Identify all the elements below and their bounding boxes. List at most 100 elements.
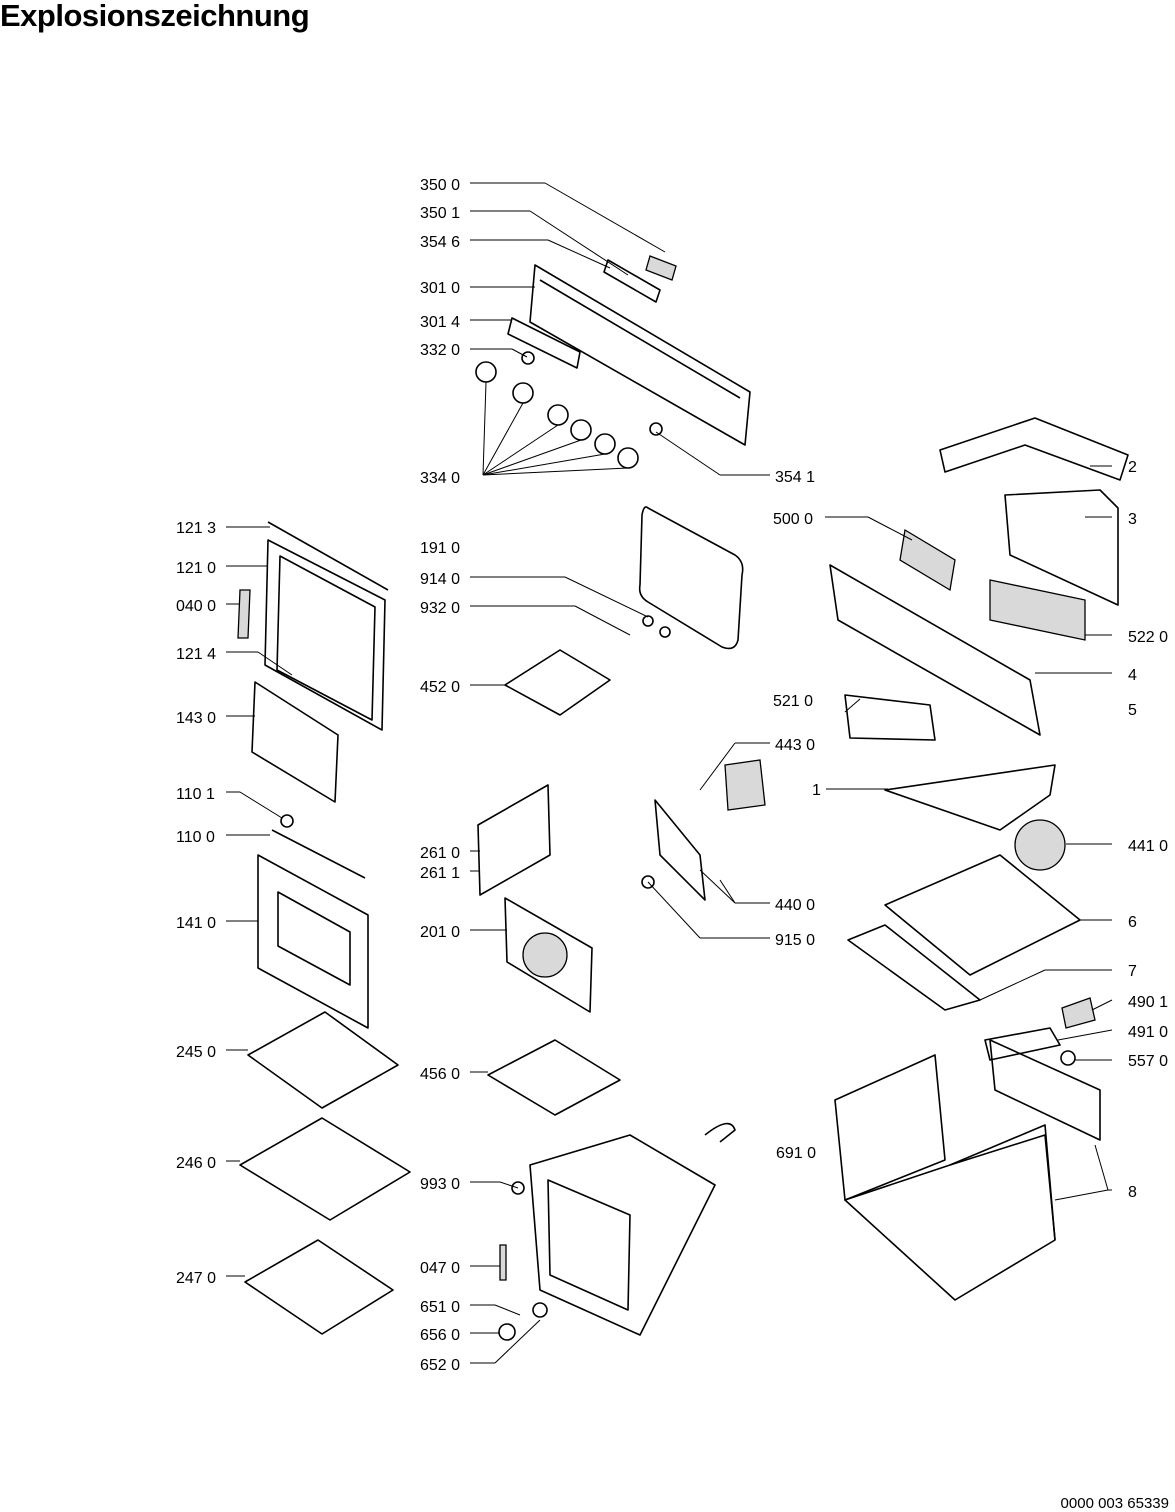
leader-line bbox=[699, 742, 736, 791]
callout-label: 245 0 bbox=[176, 1044, 216, 1061]
screw-part bbox=[511, 1181, 525, 1195]
fan-blade-part bbox=[654, 799, 706, 901]
clip-part bbox=[704, 1122, 736, 1143]
callout-label: 490 1 bbox=[1128, 994, 1168, 1011]
callout-label: 110 1 bbox=[176, 786, 215, 803]
callout-label: 652 0 bbox=[420, 1357, 460, 1374]
leader-line bbox=[564, 576, 649, 618]
callout-label: 247 0 bbox=[176, 1270, 216, 1287]
knob-part bbox=[475, 361, 497, 383]
callout-label: 143 0 bbox=[176, 710, 216, 727]
washer-part bbox=[659, 626, 671, 638]
knob-part bbox=[594, 433, 616, 455]
door-top-strip-part bbox=[267, 521, 389, 591]
terminal-part bbox=[1061, 997, 1096, 1029]
control-panel-part bbox=[529, 264, 751, 446]
leader-line bbox=[482, 439, 582, 476]
panel-clip-part bbox=[645, 255, 677, 281]
callout-label: 121 4 bbox=[176, 646, 216, 663]
callout-label: 350 0 bbox=[420, 177, 460, 194]
callout-label: 121 0 bbox=[176, 560, 216, 577]
small-knob-part bbox=[521, 351, 535, 365]
callout-label: 440 0 bbox=[775, 897, 815, 914]
callout-label: 350 1 bbox=[420, 205, 460, 222]
leader-line bbox=[844, 698, 861, 713]
motor-part bbox=[724, 759, 766, 811]
leader-line bbox=[719, 879, 736, 904]
leader-line bbox=[1091, 999, 1113, 1011]
callout-label: 656 0 bbox=[420, 1327, 460, 1344]
callout-label: 334 0 bbox=[420, 470, 460, 487]
housing-left-part bbox=[834, 1054, 946, 1201]
grid-shelf-part bbox=[247, 1011, 399, 1109]
callout-label: 443 0 bbox=[775, 737, 815, 754]
oven-cavity-part bbox=[529, 1134, 716, 1336]
callout-label: 191 0 bbox=[420, 540, 460, 557]
leader-line bbox=[574, 605, 631, 636]
leader-line bbox=[499, 1181, 519, 1189]
baking-tray-part bbox=[239, 1117, 411, 1221]
leader-line bbox=[482, 424, 559, 476]
insulation-top-part bbox=[884, 854, 1081, 976]
leader-line bbox=[867, 516, 913, 541]
leader-line bbox=[655, 431, 721, 476]
callout-label: 8 bbox=[1128, 1184, 1137, 1201]
callout-label: 557 0 bbox=[1128, 1053, 1168, 1070]
leader-line bbox=[257, 651, 293, 676]
knob-part bbox=[512, 382, 534, 404]
housing-base-part bbox=[844, 1134, 1056, 1301]
module-521-part bbox=[844, 694, 936, 741]
callout-label: 491 0 bbox=[1128, 1024, 1168, 1041]
front-frame-part bbox=[829, 564, 1041, 736]
callout-label: 301 0 bbox=[420, 280, 460, 297]
callout-label: 993 0 bbox=[420, 1176, 460, 1193]
thermostat-part bbox=[1060, 1050, 1076, 1066]
leader-line bbox=[239, 791, 283, 819]
electronics-part bbox=[899, 528, 956, 592]
grill-element-part bbox=[504, 649, 611, 716]
callout-label: 201 0 bbox=[420, 924, 460, 941]
leader-line bbox=[1094, 1144, 1109, 1191]
lower-element-part bbox=[487, 1039, 621, 1116]
leader-line bbox=[482, 453, 606, 476]
fan-grille-part bbox=[522, 932, 568, 978]
handle-mount-part bbox=[280, 814, 294, 828]
callout-label: 141 0 bbox=[176, 915, 216, 932]
page-title: Explosionszeichnung bbox=[0, 0, 310, 33]
leader-line bbox=[1054, 1189, 1109, 1201]
callout-label: 301 4 bbox=[420, 314, 460, 331]
callout-label: 2 bbox=[1128, 459, 1137, 476]
callout-label: 7 bbox=[1128, 963, 1137, 980]
callout-label: 914 0 bbox=[420, 571, 460, 588]
callout-label: 332 0 bbox=[420, 342, 460, 359]
callout-label: 521 0 bbox=[773, 693, 813, 710]
callout-label: 915 0 bbox=[775, 932, 815, 949]
door-seal-part bbox=[638, 506, 744, 650]
leader-line bbox=[494, 1319, 541, 1364]
callout-label: 261 1 bbox=[420, 865, 460, 882]
panel-strip-part bbox=[507, 317, 581, 369]
callout-label: 456 0 bbox=[420, 1066, 460, 1083]
knob-part bbox=[617, 447, 639, 469]
callout-label: 040 0 bbox=[176, 598, 216, 615]
callout-label: 5 bbox=[1128, 702, 1137, 719]
side-rack-part bbox=[477, 784, 551, 896]
leader-line bbox=[544, 182, 666, 253]
callout-label: 354 1 bbox=[775, 469, 815, 486]
leader-line bbox=[647, 881, 701, 939]
callout-label: 932 0 bbox=[420, 600, 460, 617]
leader-line bbox=[482, 467, 629, 476]
rear-panel-part bbox=[504, 897, 593, 1013]
back-plate-part bbox=[989, 1039, 1101, 1141]
callout-label: 522 0 bbox=[1128, 629, 1168, 646]
door-frame-inner-part bbox=[276, 555, 376, 721]
leader-line bbox=[1057, 1029, 1113, 1041]
callout-label: 452 0 bbox=[420, 679, 460, 696]
rear-cover-part bbox=[1004, 489, 1119, 606]
leader-line bbox=[699, 869, 736, 904]
control-panel-edge bbox=[539, 279, 741, 399]
door-handle-part bbox=[271, 829, 366, 879]
leader-line bbox=[979, 969, 1046, 1001]
cooling-fan-part bbox=[1014, 819, 1066, 871]
